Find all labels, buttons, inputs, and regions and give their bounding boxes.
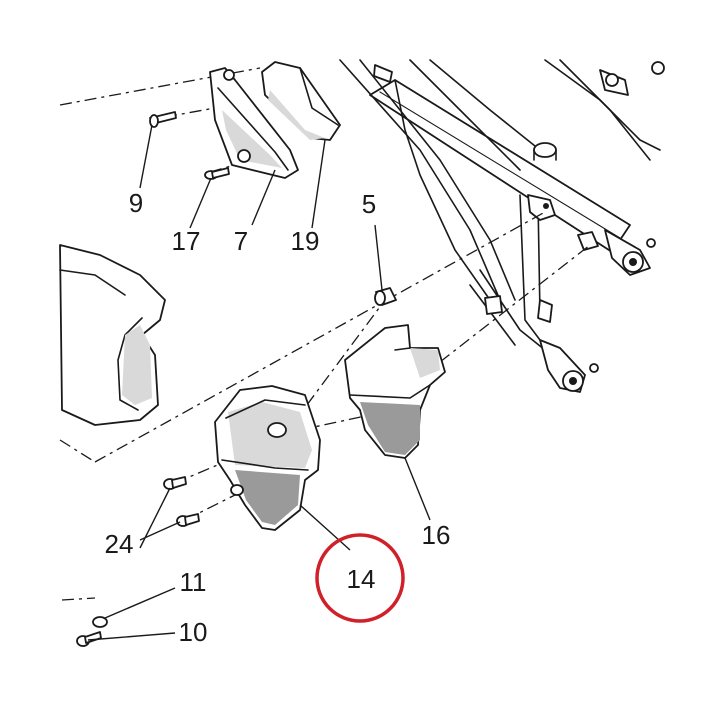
frame-tube-lower bbox=[519, 194, 541, 341]
part-7-bracket bbox=[209, 67, 299, 179]
label-19: 19 bbox=[291, 226, 320, 256]
label-24: 24 bbox=[105, 529, 134, 559]
frame-tube-main bbox=[369, 79, 631, 253]
label-9: 9 bbox=[129, 188, 143, 218]
label-7: 7 bbox=[234, 226, 248, 256]
leader-lines bbox=[87, 124, 431, 641]
label-16: 16 bbox=[422, 520, 451, 550]
part-5-grommet bbox=[374, 287, 397, 306]
part-24-screws bbox=[163, 476, 200, 527]
part-10-11-screw-washer bbox=[76, 616, 108, 647]
label-11: 11 bbox=[180, 567, 207, 597]
label-14: 14 bbox=[347, 564, 376, 594]
part-9-screw bbox=[149, 111, 177, 128]
part-19-cover bbox=[261, 61, 341, 141]
label-17: 17 bbox=[172, 226, 201, 256]
label-10: 10 bbox=[179, 617, 208, 647]
frame-tube-upper bbox=[339, 59, 501, 301]
highlight-circle bbox=[315, 533, 405, 623]
part-14-cover bbox=[214, 385, 321, 531]
left-fairing bbox=[59, 244, 166, 426]
frame-cap bbox=[533, 142, 557, 158]
part-16-cover bbox=[344, 324, 446, 459]
label-5: 5 bbox=[362, 189, 376, 219]
frame-assembly bbox=[339, 59, 665, 393]
